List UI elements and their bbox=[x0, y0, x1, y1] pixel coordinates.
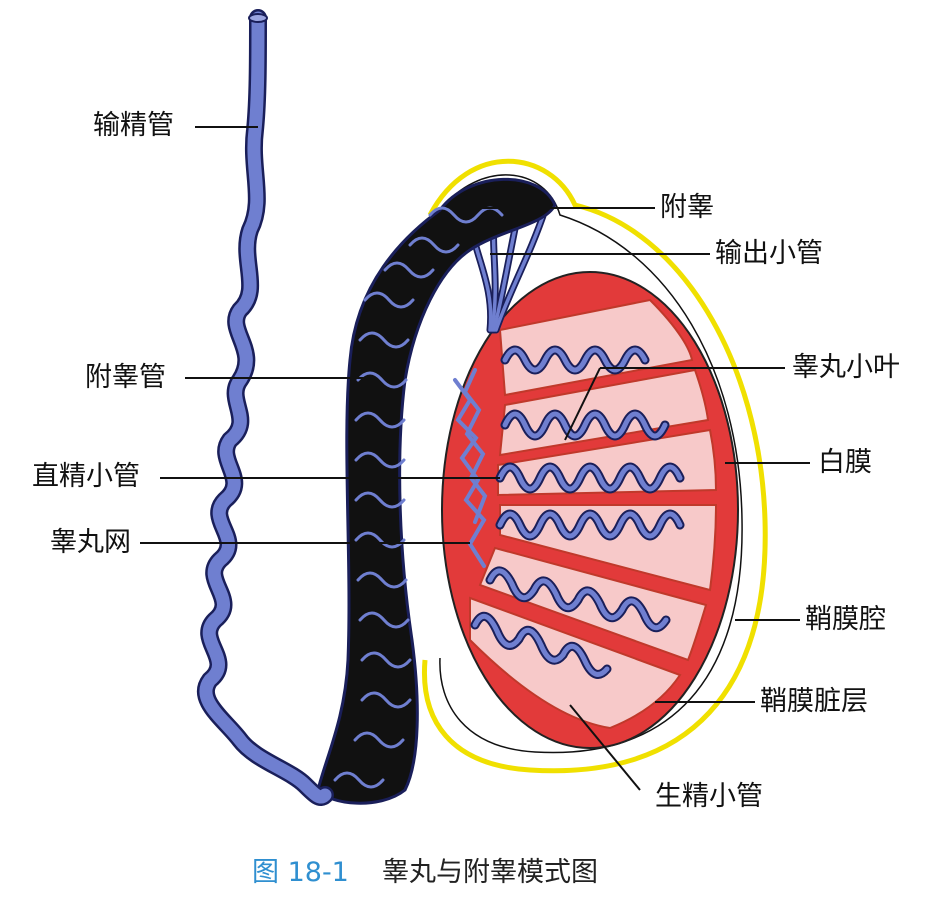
vas-deferens-end bbox=[248, 13, 268, 23]
figure-title: 睾丸与附睾模式图 bbox=[382, 857, 598, 888]
leader-seminiferous-tubules bbox=[569, 704, 641, 791]
label-testis-lobule: 睾丸小叶 bbox=[792, 352, 900, 383]
label-vaginal-cavity: 鞘膜腔 bbox=[805, 604, 886, 635]
tunica-vaginalis-parietal bbox=[421, 158, 768, 774]
label-vas-deferens: 输精管 bbox=[93, 110, 174, 141]
label-seminiferous-tubules: 生精小管 bbox=[655, 781, 763, 812]
leader-testis-lobule-2 bbox=[564, 367, 601, 441]
lobule bbox=[478, 546, 708, 662]
label-visceral-layer: 鞘膜脏层 bbox=[760, 686, 868, 717]
label-tunica-albuginea: 白膜 bbox=[818, 447, 872, 478]
leader-lines bbox=[140, 126, 810, 791]
lobule bbox=[498, 368, 710, 457]
label-straight-tubules: 直精小管 bbox=[32, 461, 140, 492]
vas-deferens bbox=[197, 9, 334, 806]
figure-number: 图 18-1 bbox=[252, 857, 349, 888]
label-epididymis: 附睾 bbox=[660, 192, 714, 223]
label-efferent-ductules: 输出小管 bbox=[715, 238, 823, 269]
label-rete-testis: 睾丸网 bbox=[50, 527, 131, 558]
vas-deferens-fill bbox=[199, 11, 332, 804]
rete-testis bbox=[453, 368, 488, 568]
seminiferous-tubules-fill bbox=[472, 347, 683, 677]
label-epididymal-duct: 附睾管 bbox=[85, 362, 166, 393]
